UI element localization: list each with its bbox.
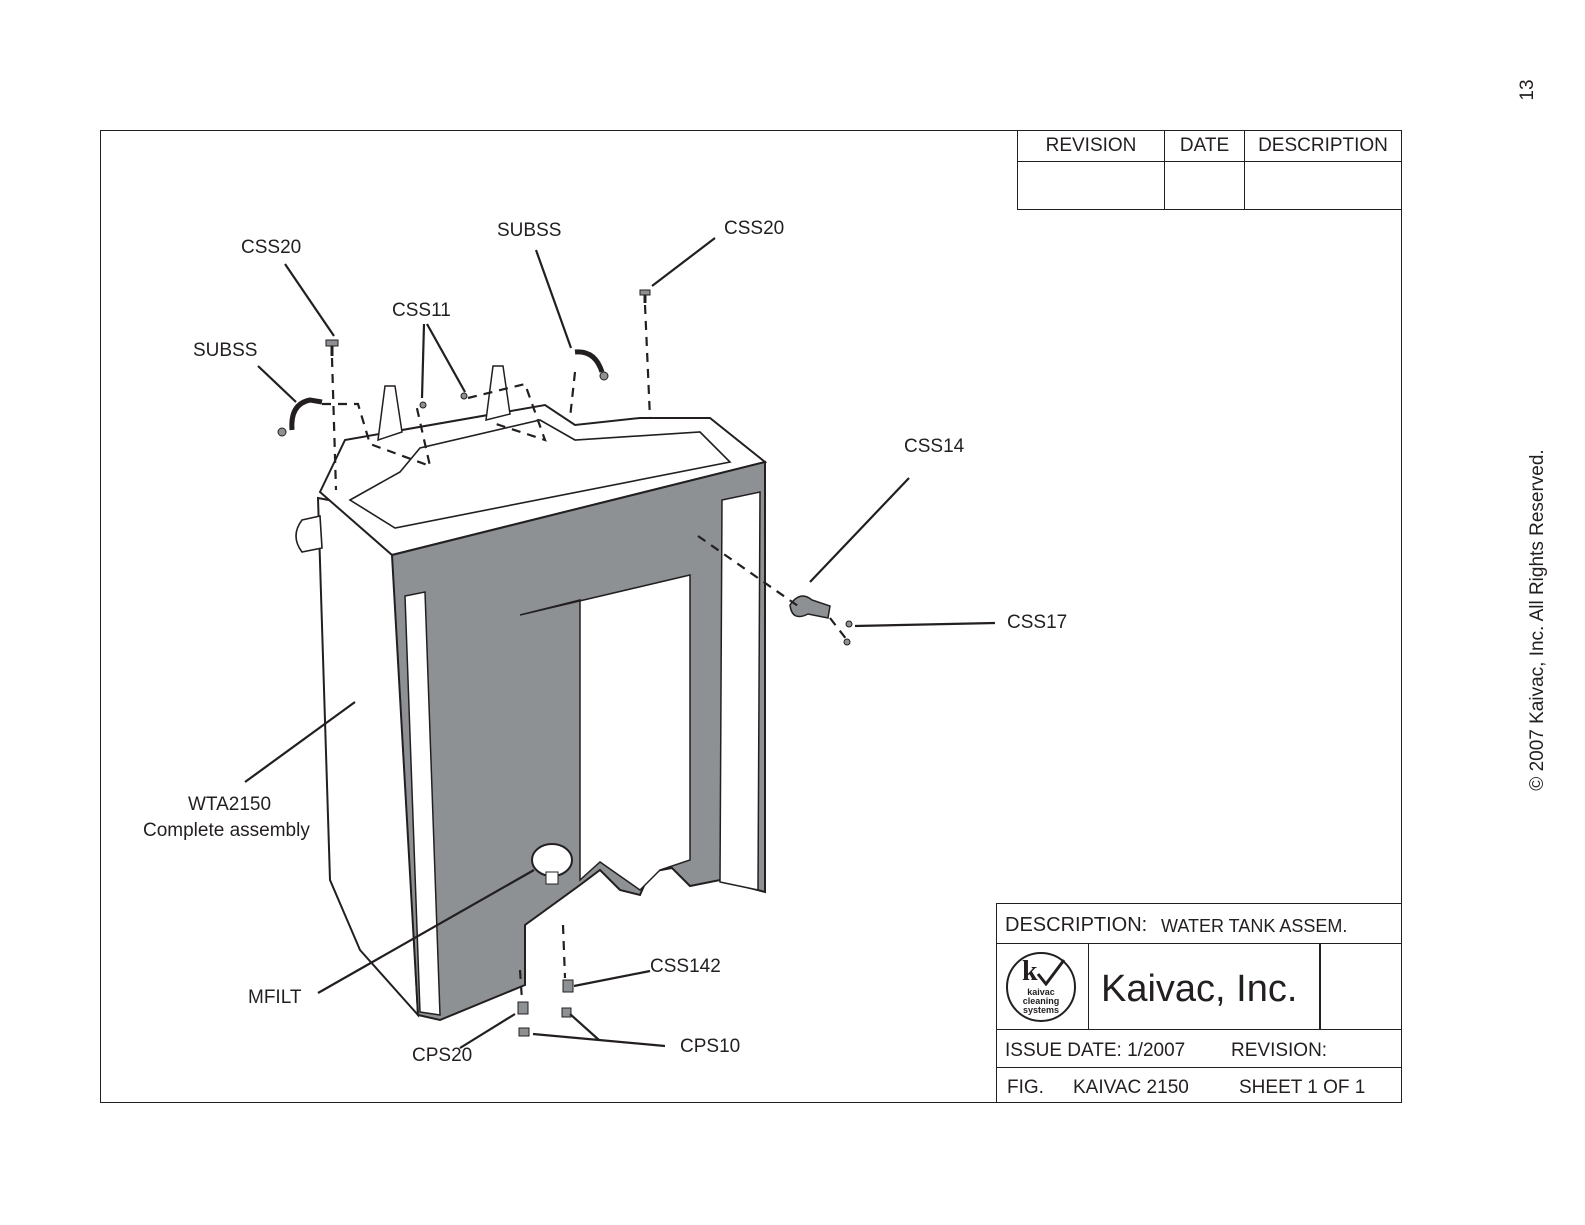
callout-css20-right: CSS20 (724, 218, 784, 240)
description-value: WATER TANK ASSEM. (1161, 916, 1347, 937)
description-label: DESCRIPTION: (1005, 914, 1147, 937)
handle-subss-left (292, 400, 322, 430)
fitting-cps20 (518, 1002, 528, 1014)
title-block-description-row: DESCRIPTION: WATER TANK ASSEM. (997, 904, 1402, 944)
tank-side-pipe (296, 516, 322, 552)
screw-css17-a (846, 621, 852, 627)
handle-subss-right (575, 352, 602, 372)
callout-css14: CSS14 (904, 436, 964, 458)
screw-css17-b (844, 639, 850, 645)
callout-cps20: CPS20 (412, 1045, 472, 1067)
clip-css14 (790, 596, 830, 618)
sheet-label: SHEET 1 OF 1 (1239, 1077, 1365, 1099)
callout-mfilt: MFILT (248, 987, 301, 1009)
revision-label: REVISION: (1231, 1040, 1327, 1062)
title-block: DESCRIPTION: WATER TANK ASSEM. k kaivac … (996, 903, 1402, 1103)
fitting-cps10-a (562, 1008, 571, 1017)
callout-css142: CSS142 (650, 956, 721, 978)
handle-post-left (378, 386, 402, 440)
logo-text-line-3: systems (1008, 1006, 1074, 1015)
callout-css20-left: CSS20 (241, 237, 301, 259)
logo-check-icon (1036, 958, 1066, 986)
callout-subss-left: SUBSS (193, 340, 257, 362)
title-block-issue-row: ISSUE DATE: 1/2007 REVISION: (997, 1030, 1402, 1068)
fig-label: FIG. (1007, 1077, 1044, 1099)
kaivac-logo: k kaivac cleaning systems (1006, 952, 1076, 1022)
callout-css11: CSS11 (392, 300, 451, 322)
callout-cps10: CPS10 (680, 1036, 740, 1058)
screw-css20-left (326, 340, 338, 356)
company-name: Kaivac, Inc. (1101, 968, 1297, 1011)
callout-css17: CSS17 (1007, 612, 1067, 634)
title-block-company-row: k kaivac cleaning systems Kaivac, Inc. (997, 944, 1402, 1030)
company-row-divider (1319, 944, 1321, 1029)
handle-subss-left-knob (278, 428, 286, 436)
tank-front-rib-right (720, 492, 760, 890)
tank-front-face (392, 462, 765, 1020)
logo-cell: k kaivac cleaning systems (997, 944, 1089, 1029)
model-label: KAIVAC 2150 (1073, 1077, 1189, 1099)
screw-css20-right (640, 290, 650, 303)
callout-wta2150: WTA2150 (188, 794, 271, 816)
title-block-fig-row: FIG. KAIVAC 2150 SHEET 1 OF 1 (997, 1068, 1402, 1104)
fitting-css142 (563, 980, 573, 992)
callout-wta2150-description: Complete assembly (143, 820, 310, 842)
handle-subss-right-knob (600, 372, 608, 380)
fitting-cps10-b (519, 1028, 529, 1036)
callout-subss-top: SUBSS (497, 220, 561, 242)
issue-date: ISSUE DATE: 1/2007 (1005, 1040, 1185, 1062)
screw-css11-b (461, 393, 467, 399)
screw-css11-a (420, 402, 426, 408)
